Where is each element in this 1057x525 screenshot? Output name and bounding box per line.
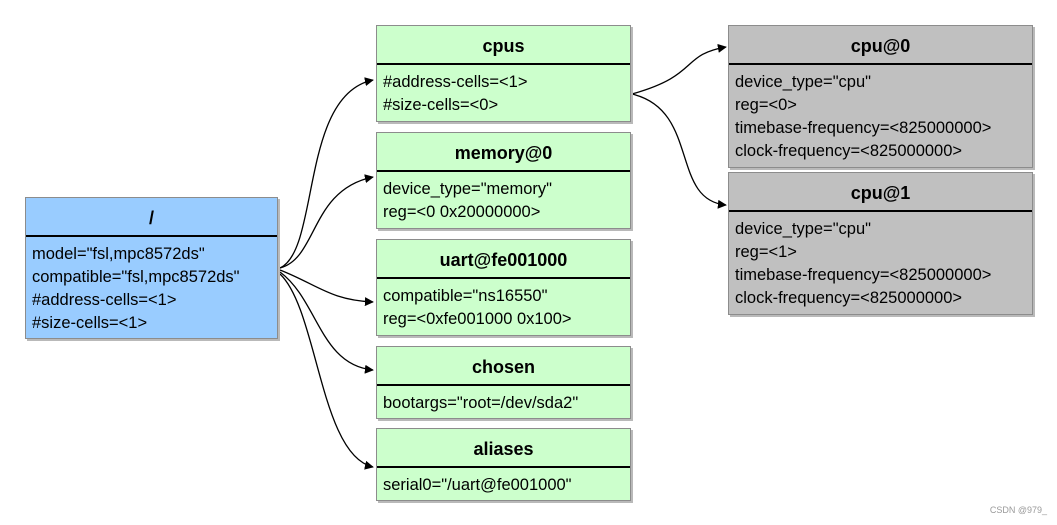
node-cpu1-title: cpu@1 — [729, 173, 1032, 212]
node-memory-props: device_type="memory" reg=<0 0x20000000> — [377, 172, 630, 224]
node-root-props: model="fsl,mpc8572ds" compatible="fsl,mp… — [26, 237, 277, 335]
node-cpu1-prop: reg=<1> — [735, 243, 797, 261]
node-cpus-prop: #size-cells=<0> — [383, 96, 499, 114]
node-root-prop: #address-cells=<1> — [32, 291, 177, 309]
node-root-prop: model="fsl,mpc8572ds" — [32, 245, 205, 263]
node-root-prop: compatible="fsl,mpc8572ds" — [32, 268, 240, 286]
edge-root-memory — [279, 174, 374, 269]
edge-root-chosen — [279, 271, 374, 374]
node-cpu1-prop: timebase-frequency=<825000000> — [735, 266, 992, 284]
node-aliases[interactable]: aliases serial0="/uart@fe001000" — [376, 428, 631, 501]
edge-cpus-cpu0 — [631, 43, 727, 95]
node-cpu0-prop: reg=<0> — [735, 96, 797, 114]
node-cpu0-props: device_type="cpu" reg=<0> timebase-frequ… — [729, 65, 1032, 163]
node-uart-title: uart@fe001000 — [377, 240, 630, 279]
node-cpus-prop: #address-cells=<1> — [383, 73, 528, 91]
edge-root-cpus — [279, 77, 374, 269]
node-memory-prop: device_type="memory" — [383, 180, 552, 198]
node-aliases-title: aliases — [377, 429, 630, 468]
edge-root-uart — [279, 269, 374, 307]
node-cpu1-props: device_type="cpu" reg=<1> timebase-frequ… — [729, 212, 1032, 310]
node-cpu0[interactable]: cpu@0 device_type="cpu" reg=<0> timebase… — [728, 25, 1033, 168]
node-cpu0-title: cpu@0 — [729, 26, 1032, 65]
node-chosen-props: bootargs="root=/dev/sda2" — [377, 386, 630, 415]
node-uart-props: compatible="ns16550" reg=<0xfe001000 0x1… — [377, 279, 630, 331]
watermark: CSDN @979_ — [989, 505, 1047, 515]
node-chosen-title: chosen — [377, 347, 630, 386]
node-cpu0-prop: clock-frequency=<825000000> — [735, 142, 963, 160]
edge-cpus-cpu1 — [631, 93, 727, 209]
node-cpu0-prop: timebase-frequency=<825000000> — [735, 119, 992, 137]
node-cpu1-prop: clock-frequency=<825000000> — [735, 289, 963, 307]
node-root-title: / — [26, 198, 277, 237]
node-memory-prop: reg=<0 0x20000000> — [383, 203, 541, 221]
node-chosen-prop: bootargs="root=/dev/sda2" — [383, 394, 579, 412]
node-uart-prop: reg=<0xfe001000 0x100> — [383, 310, 572, 328]
node-cpu0-prop: device_type="cpu" — [735, 73, 872, 91]
node-cpu1[interactable]: cpu@1 device_type="cpu" reg=<1> timebase… — [728, 172, 1033, 315]
edge-root-aliases — [279, 273, 374, 470]
node-aliases-prop: serial0="/uart@fe001000" — [383, 476, 572, 494]
node-chosen[interactable]: chosen bootargs="root=/dev/sda2" — [376, 346, 631, 419]
node-root[interactable]: / model="fsl,mpc8572ds" compatible="fsl,… — [25, 197, 278, 339]
node-cpus[interactable]: cpus #address-cells=<1> #size-cells=<0> — [376, 25, 631, 122]
node-uart-prop: compatible="ns16550" — [383, 287, 548, 305]
node-uart[interactable]: uart@fe001000 compatible="ns16550" reg=<… — [376, 239, 631, 336]
node-cpus-title: cpus — [377, 26, 630, 65]
node-cpus-props: #address-cells=<1> #size-cells=<0> — [377, 65, 630, 117]
node-aliases-props: serial0="/uart@fe001000" — [377, 468, 630, 497]
node-memory[interactable]: memory@0 device_type="memory" reg=<0 0x2… — [376, 132, 631, 229]
node-root-prop: #size-cells=<1> — [32, 314, 148, 332]
node-memory-title: memory@0 — [377, 133, 630, 172]
node-cpu1-prop: device_type="cpu" — [735, 220, 872, 238]
